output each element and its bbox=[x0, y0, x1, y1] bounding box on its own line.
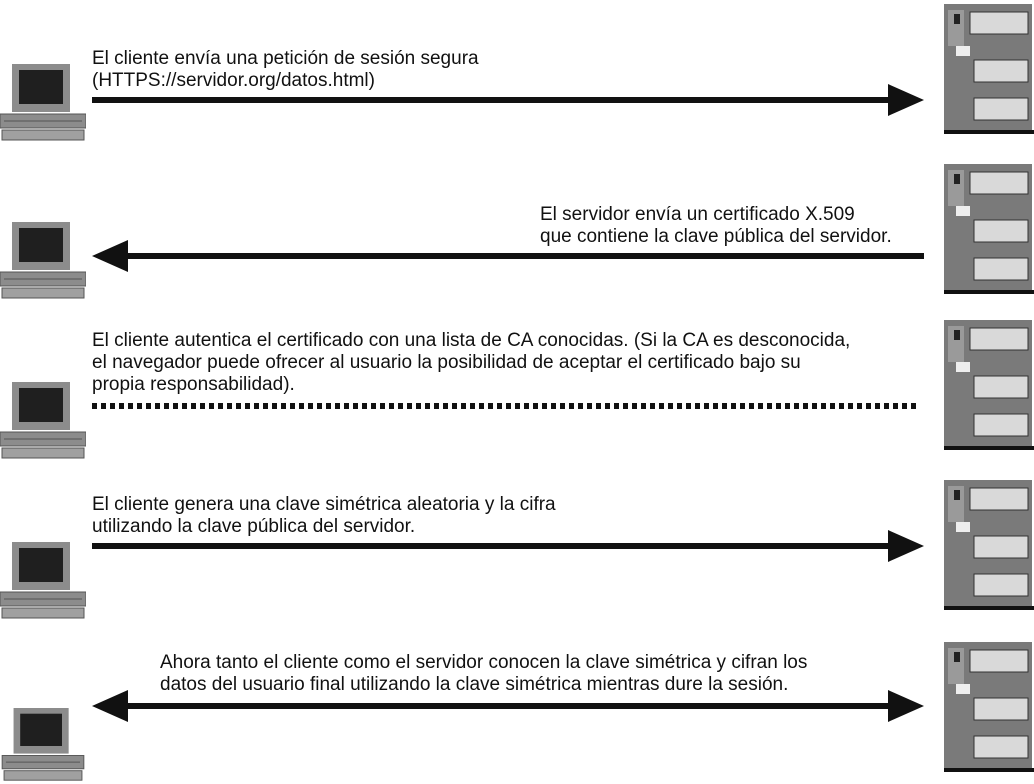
step-5-arrowhead-right bbox=[888, 690, 924, 722]
step-5-arrow bbox=[92, 690, 924, 722]
step-5-arrowhead-left bbox=[92, 690, 128, 722]
step-4-caption-line-2: utilizando la clave pública del servidor… bbox=[92, 516, 416, 537]
step-2-arrow bbox=[92, 240, 924, 272]
step-5-caption-line-2: datos del usuario final utilizando la cl… bbox=[160, 674, 789, 695]
step-5: Ahora tanto el cliente como el servidor … bbox=[0, 638, 1034, 784]
step-1-arrow bbox=[92, 84, 924, 116]
step-5-caption-line-1: Ahora tanto el cliente como el servidor … bbox=[160, 652, 808, 673]
step-2-caption: El servidor envía un certificado X.509 q… bbox=[540, 204, 892, 248]
server-rack-icon bbox=[944, 642, 1034, 772]
step-2-caption-line-2: que contiene la clave pública del servid… bbox=[540, 226, 892, 247]
step-2: El servidor envía un certificado X.509 q… bbox=[0, 160, 1034, 310]
server-rack-icon bbox=[944, 4, 1034, 134]
step-2-caption-line-1: El servidor envía un certificado X.509 bbox=[540, 204, 855, 225]
client-computer-icon bbox=[0, 222, 86, 299]
step-4-caption: El cliente genera una clave simétrica al… bbox=[92, 494, 556, 538]
step-3-caption-line-2: el navegador puede ofrecer al usuario la… bbox=[92, 352, 801, 373]
step-1-caption: El cliente envía una petición de sesión … bbox=[92, 48, 479, 92]
step-4-arrow bbox=[92, 530, 924, 562]
step-3-caption-line-3: propia responsabilidad). bbox=[92, 374, 295, 395]
server-rack-icon bbox=[944, 480, 1034, 610]
step-4: El cliente genera una clave simétrica al… bbox=[0, 478, 1034, 628]
step-3-caption: El cliente autentica el certificado con … bbox=[92, 330, 850, 396]
step-1-arrowhead-right bbox=[888, 84, 924, 116]
step-1: El cliente envía una petición de sesión … bbox=[0, 0, 1034, 150]
client-computer-icon bbox=[0, 64, 86, 141]
step-3-dotted-line bbox=[92, 403, 920, 409]
step-1-caption-line-2: (HTTPS://servidor.org/datos.html) bbox=[92, 70, 375, 91]
client-computer-icon bbox=[0, 542, 86, 619]
step-4-caption-line-1: El cliente genera una clave simétrica al… bbox=[92, 494, 556, 515]
step-1-caption-line-1: El cliente envía una petición de sesión … bbox=[92, 48, 479, 69]
client-computer-icon bbox=[0, 382, 86, 459]
server-rack-icon bbox=[944, 164, 1034, 294]
step-3-caption-line-1: El cliente autentica el certificado con … bbox=[92, 330, 851, 351]
step-4-arrowhead-right bbox=[888, 530, 924, 562]
step-5-caption: Ahora tanto el cliente como el servidor … bbox=[160, 652, 807, 696]
server-rack-icon bbox=[944, 320, 1034, 450]
step-2-arrowhead-left bbox=[92, 240, 128, 272]
step-3: El cliente autentica el certificado con … bbox=[0, 318, 1034, 468]
client-computer-icon bbox=[1, 708, 85, 781]
